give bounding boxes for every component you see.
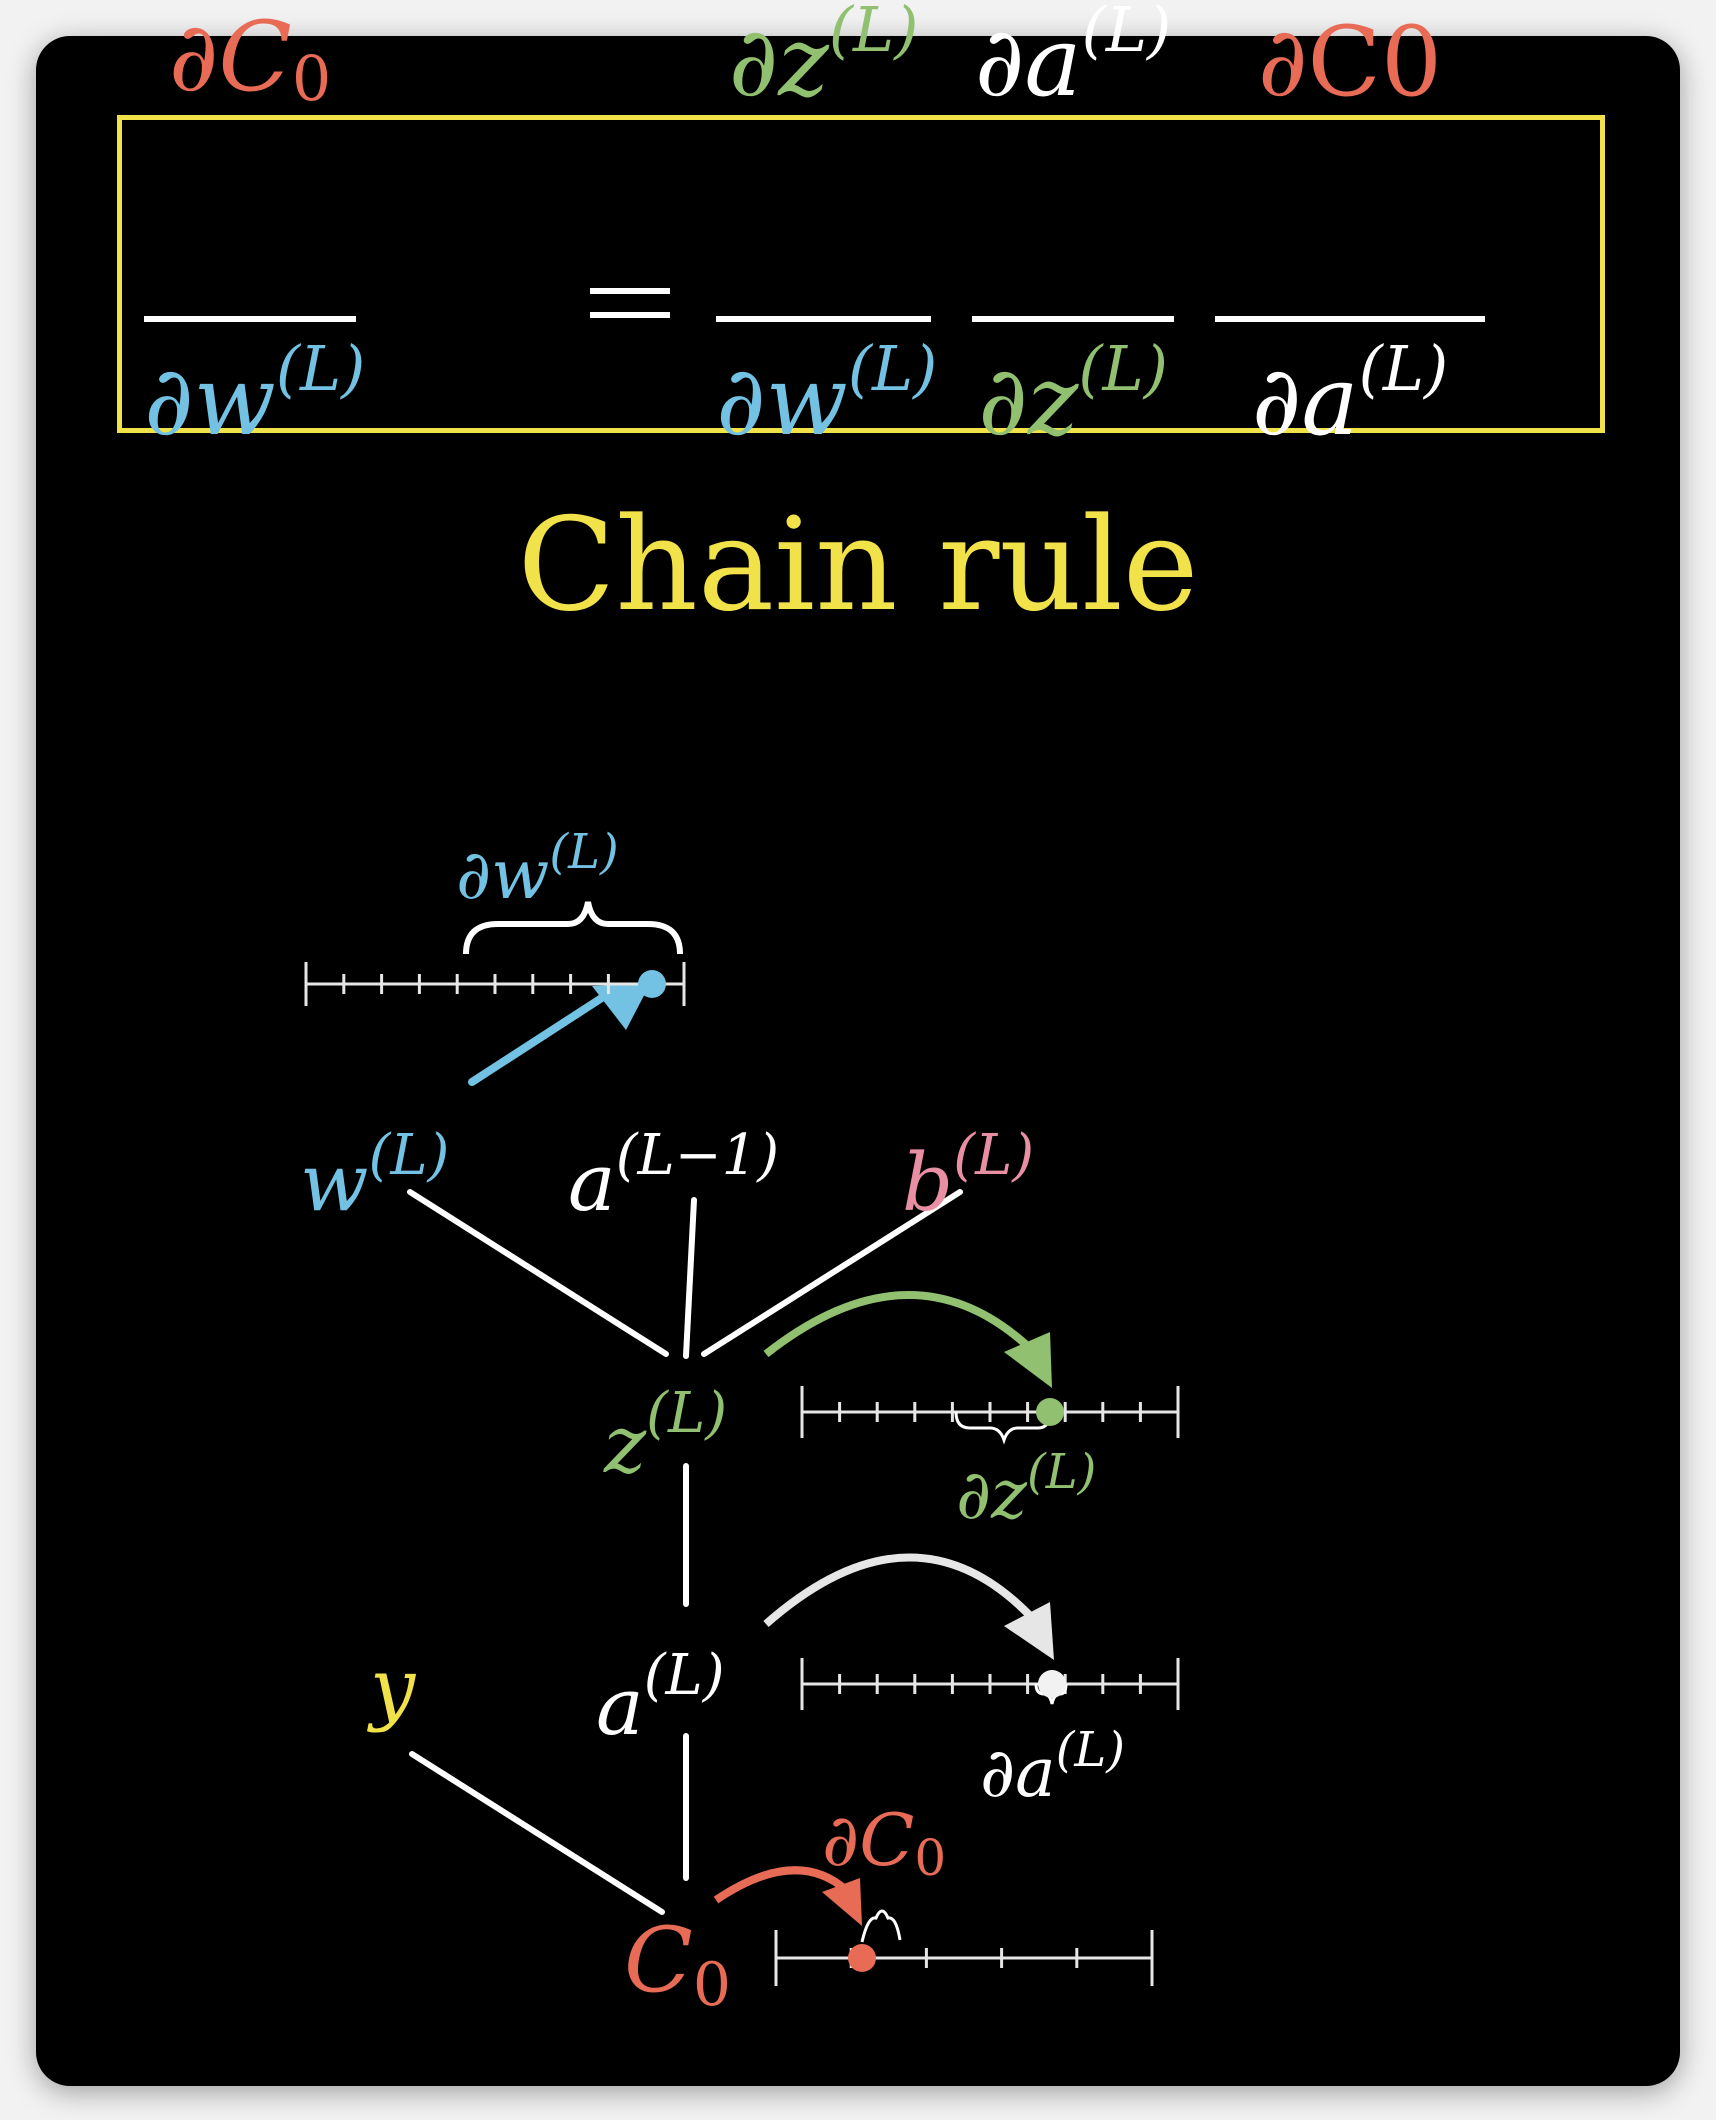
node-a-prev: a(L−1) <box>568 1123 780 1229</box>
cost-nudge-arrow <box>713 1866 862 1926</box>
a-nudge-brace <box>1034 1683 1068 1705</box>
weight-nudge-brace <box>463 901 683 955</box>
cost-point <box>848 1944 876 1972</box>
z-nudge-label: ∂z(L) <box>956 1444 1097 1535</box>
factor1-denominator: ∂w(L) <box>716 332 938 457</box>
z-nudge-arrow <box>763 1291 1052 1388</box>
chain-rule-title: Chain rule <box>517 491 1199 640</box>
lhs-numerator: ∂C0 <box>168 1 332 115</box>
edge-y-c0 <box>409 1751 665 1915</box>
fraction-bar <box>144 316 356 322</box>
cost-number-line <box>774 1930 1154 1986</box>
node-a: a(L) <box>596 1643 725 1753</box>
fraction-bar <box>716 316 931 322</box>
weight-nudge-arrow <box>468 984 650 1086</box>
equals-sign <box>590 280 670 326</box>
node-z: z(L) <box>604 1381 728 1491</box>
fraction-bar <box>972 316 1174 322</box>
equation-box: ∂C0 ∂w(L) ∂z(L) ∂w(L) ∂a(L) ∂z(L) ∂C0 ∂a… <box>117 0 1605 449</box>
cost-nudge-label: ∂C0 <box>822 1798 947 1887</box>
z-point <box>1036 1398 1064 1426</box>
edge-aprev-z <box>683 1197 697 1359</box>
z-number-line <box>800 1386 1180 1438</box>
node-y: y <box>370 1641 416 1734</box>
a-nudge-label: ∂a(L) <box>980 1722 1126 1813</box>
activation-point <box>1038 1670 1066 1698</box>
edge-w-z <box>407 1189 669 1357</box>
weight-nudge-label: ∂w(L) <box>456 824 619 915</box>
z-nudge-brace <box>954 1411 1052 1445</box>
lhs-denominator: ∂w(L) <box>144 332 366 457</box>
factor3-denominator: ∂a(L) <box>1251 332 1449 457</box>
diagram-canvas: ∂C0 ∂w(L) ∂z(L) ∂w(L) ∂a(L) ∂z(L) ∂C0 ∂a… <box>36 0 1680 2086</box>
factor1-numerator: ∂z(L) <box>728 0 919 118</box>
factor2-numerator: ∂a(L) <box>974 0 1172 118</box>
activation-number-line <box>800 1658 1180 1710</box>
node-c0: C0 <box>624 1908 732 2020</box>
fraction-bar <box>1215 316 1485 322</box>
node-w: w(L) <box>300 1123 450 1229</box>
edge-b-z <box>701 1189 963 1357</box>
factor3-numerator: ∂C0 <box>1257 6 1443 118</box>
cost-nudge-brace <box>860 1909 902 1943</box>
node-b: b(L) <box>902 1123 1035 1229</box>
weight-point <box>638 970 666 998</box>
computation-graph <box>304 901 1180 1986</box>
factor2-denominator: ∂z(L) <box>978 332 1168 457</box>
a-nudge-arrow <box>763 1553 1054 1660</box>
